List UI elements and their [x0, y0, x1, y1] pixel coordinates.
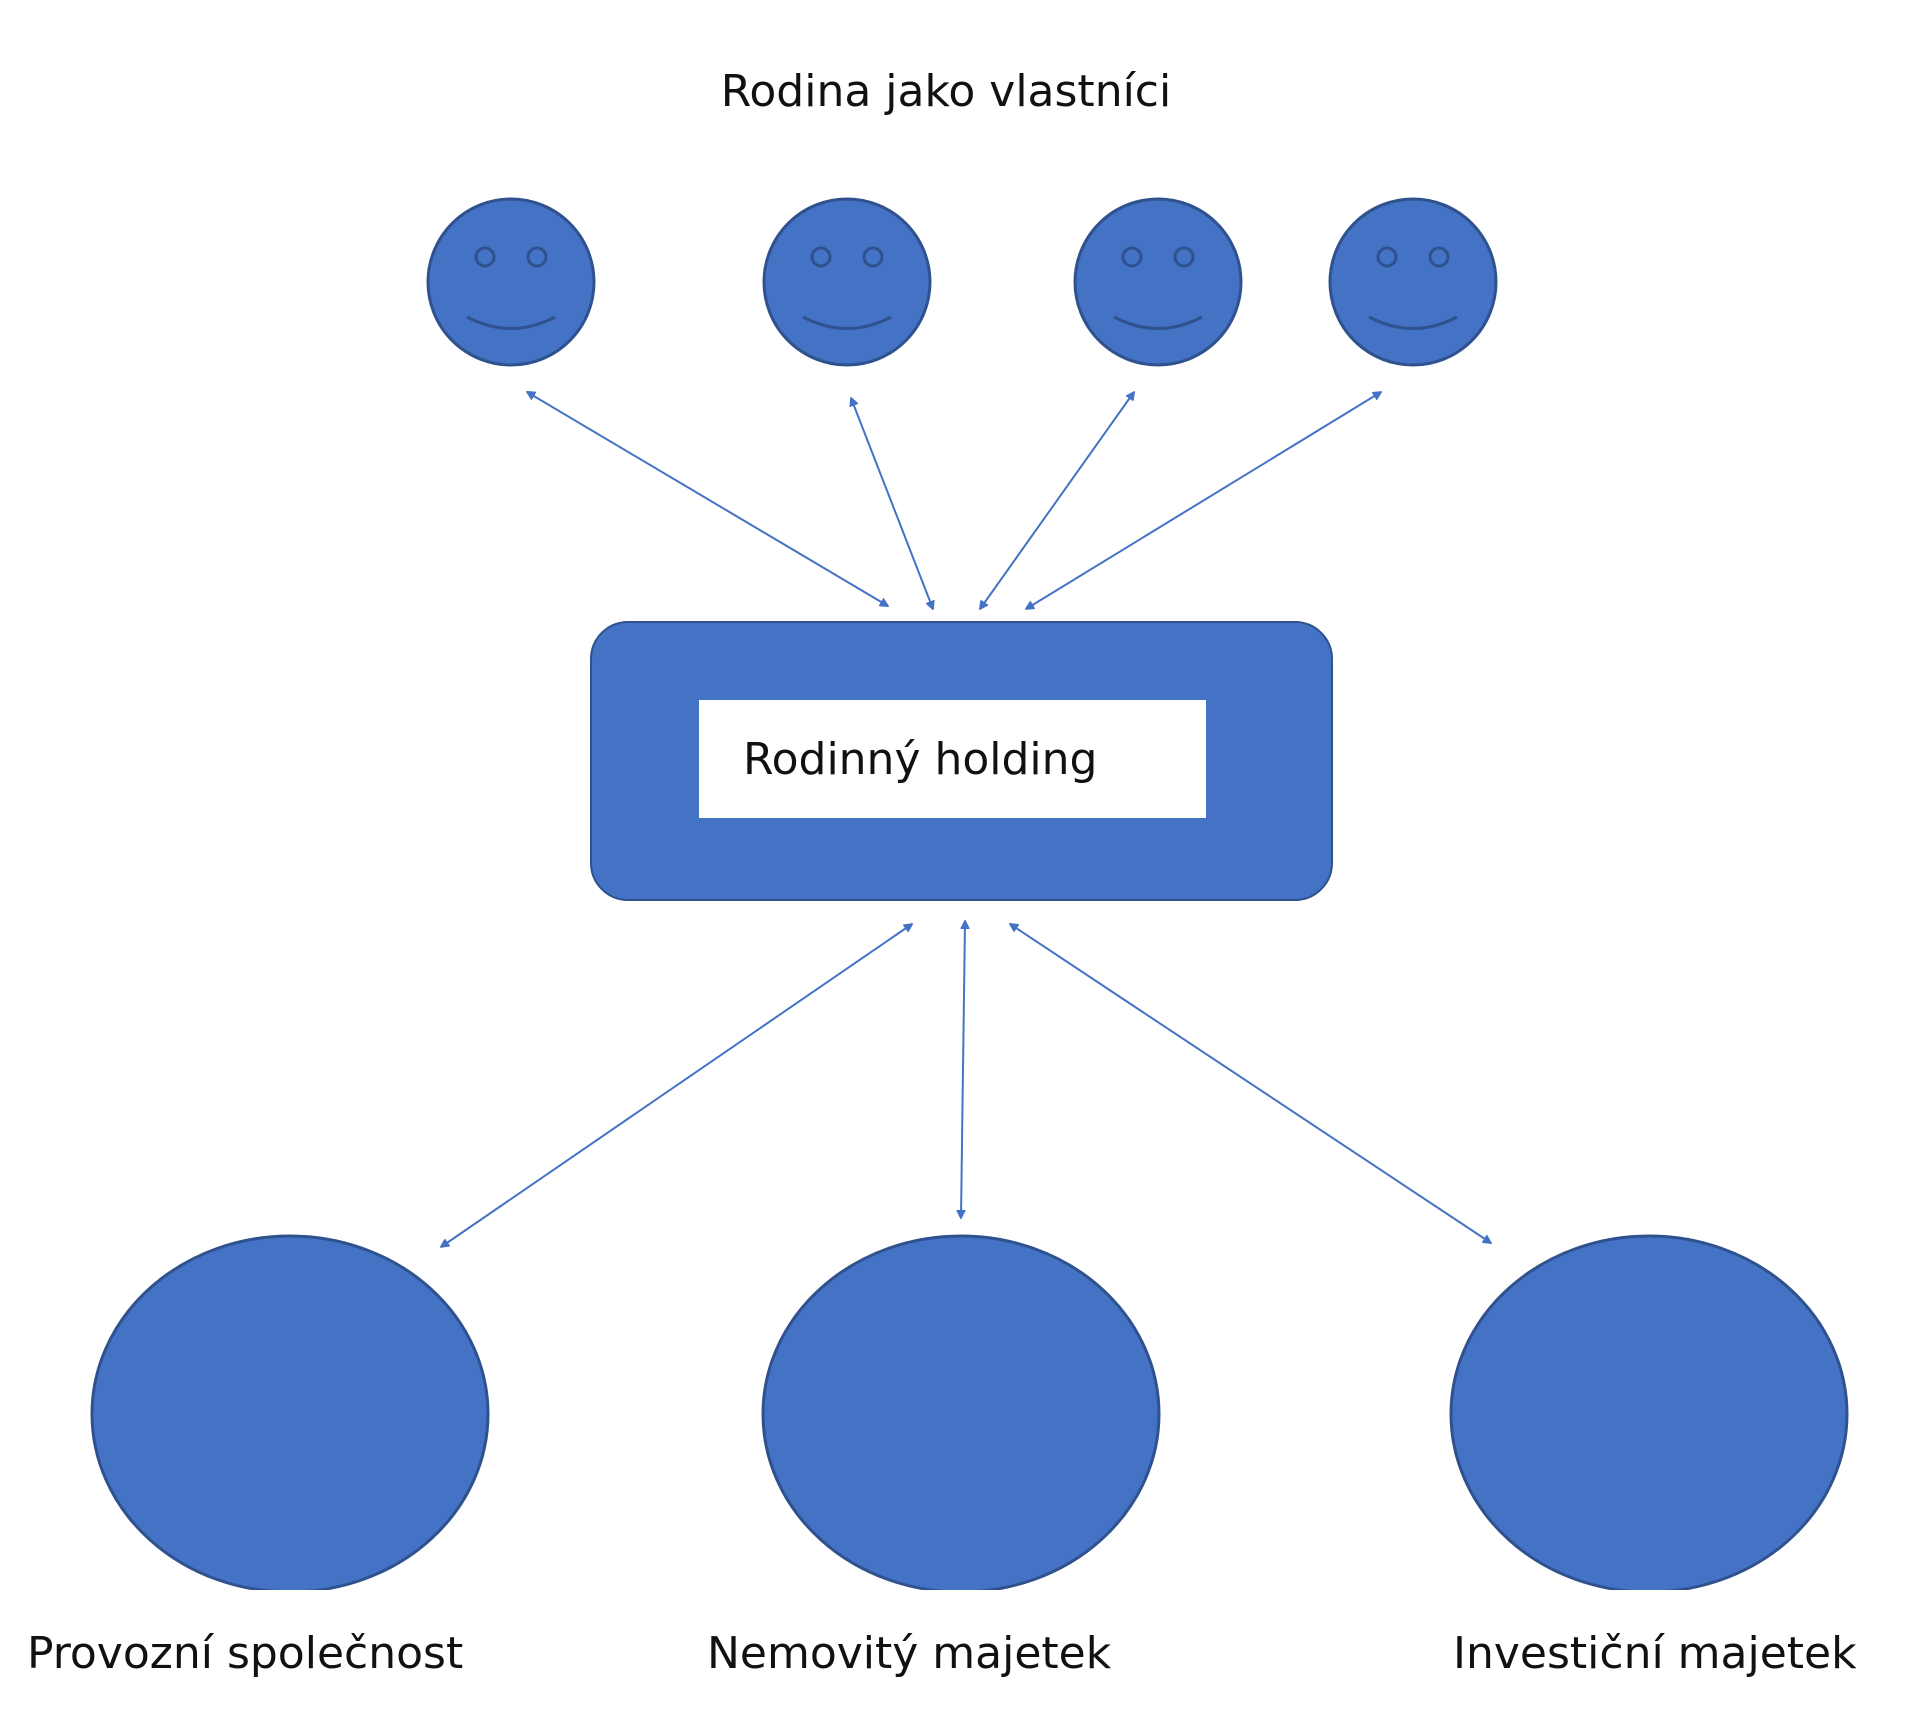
double-arrow	[1010, 924, 1491, 1243]
owner-smiley-face-icon	[762, 197, 932, 367]
asset-label-real-estate: Nemovitý majetek	[707, 1628, 1112, 1679]
eye-icon	[526, 246, 548, 268]
asset-circle	[1449, 1234, 1849, 1590]
owner-smiley-face-icon	[1328, 197, 1498, 367]
owner-smiley-face-icon	[1073, 197, 1243, 367]
double-arrow	[961, 921, 965, 1218]
eye-icon	[862, 246, 884, 268]
eye-icon	[1428, 246, 1450, 268]
asset-circle	[90, 1234, 490, 1590]
eye-icon	[1173, 246, 1195, 268]
smile-icon	[1113, 315, 1203, 330]
holding-label-box	[699, 700, 1206, 818]
eye-icon	[1376, 246, 1398, 268]
double-arrow	[527, 392, 888, 606]
face-circle	[426, 197, 596, 367]
face-circle	[1073, 197, 1243, 367]
eye-icon	[810, 246, 832, 268]
double-arrow	[1026, 392, 1381, 609]
double-arrow	[851, 398, 933, 609]
face-circle	[762, 197, 932, 367]
double-arrow	[441, 924, 912, 1247]
double-arrow	[980, 392, 1134, 609]
smile-icon	[802, 315, 892, 330]
face-circle	[1328, 197, 1498, 367]
eye-icon	[474, 246, 496, 268]
holding-label: Rodinný holding	[743, 734, 1098, 785]
asset-label-operating-company: Provozní společnost	[27, 1628, 464, 1679]
owner-smiley-face-icon	[426, 197, 596, 367]
asset-label-investment: Investiční majetek	[1453, 1628, 1857, 1679]
smile-icon	[1368, 315, 1458, 330]
diagram-title: Rodina jako vlastníci	[720, 66, 1172, 117]
eye-icon	[1121, 246, 1143, 268]
smile-icon	[466, 315, 556, 330]
asset-circle	[761, 1234, 1161, 1590]
